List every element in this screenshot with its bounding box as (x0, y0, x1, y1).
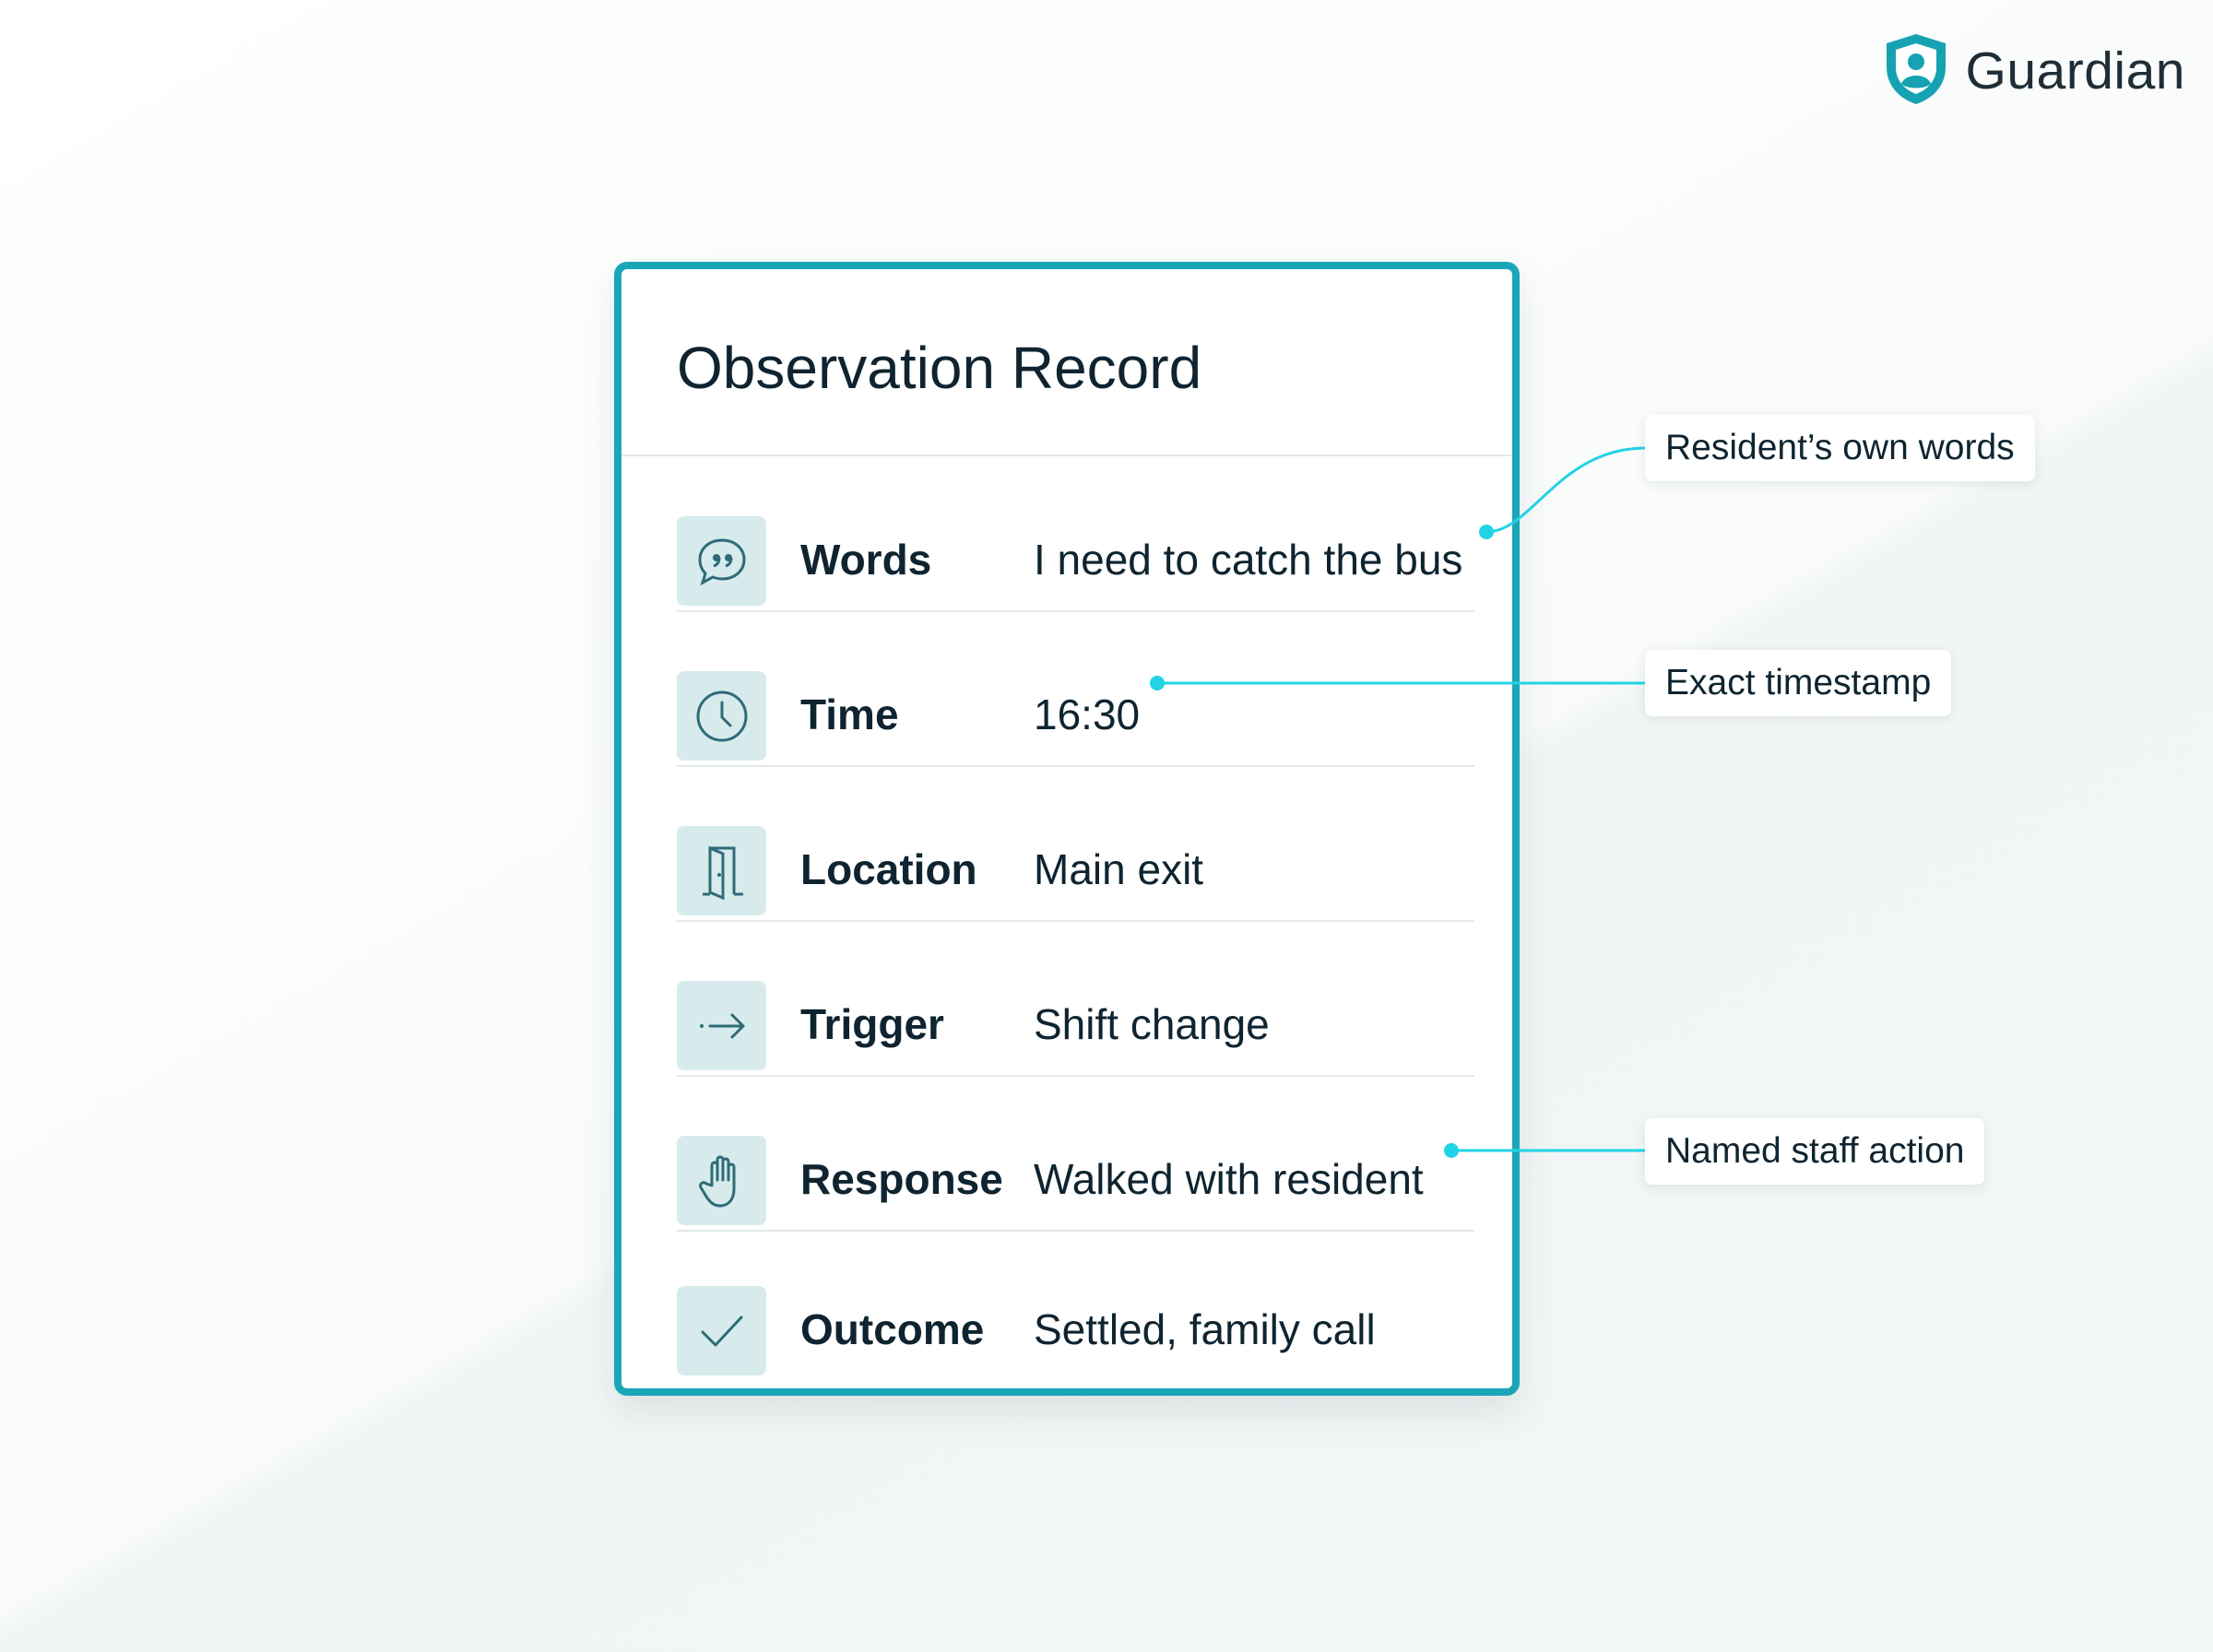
callout-named-staff-action: Named staff action (1645, 1118, 1985, 1185)
clock-icon (677, 671, 766, 761)
record-row-response[interactable]: Response Walked with resident (677, 1092, 1474, 1245)
row-divider (677, 920, 1474, 922)
callout-residents-own-words: Resident’s own words (1645, 415, 2035, 481)
card-title: Observation Record (677, 335, 1202, 401)
observation-record-card: Observation Record Words I need to catch… (614, 262, 1520, 1396)
row-label-response: Response (800, 1155, 1003, 1203)
record-row-time[interactable]: Time 16:30 (677, 627, 1474, 780)
row-value-outcome: Settled, family call (1034, 1305, 1376, 1353)
header-divider (621, 454, 1512, 456)
row-divider (677, 610, 1474, 612)
arrow-right-icon (677, 981, 766, 1070)
brand-name: Guardian (1965, 41, 2185, 100)
door-icon (677, 826, 766, 915)
speech-bubble-quote-icon (677, 516, 766, 606)
record-row-words[interactable]: Words I need to catch the bus (677, 472, 1474, 625)
record-row-location[interactable]: Location Main exit (677, 782, 1474, 935)
row-value-words: I need to catch the bus (1034, 536, 1463, 584)
row-value-time: 16:30 (1034, 690, 1141, 738)
row-value-trigger: Shift change (1034, 1000, 1270, 1048)
brand-header: Guardian (1881, 30, 2186, 112)
record-row-trigger[interactable]: Trigger Shift change (677, 937, 1474, 1090)
shield-person-icon (1881, 30, 1951, 112)
record-row-outcome[interactable]: Outcome Settled, family call (677, 1242, 1474, 1395)
row-label-outcome: Outcome (800, 1305, 985, 1353)
row-label-location: Location (800, 845, 977, 893)
row-label-trigger: Trigger (800, 1000, 944, 1048)
row-value-location: Main exit (1034, 845, 1204, 893)
row-label-words: Words (800, 536, 932, 584)
row-label-time: Time (800, 690, 899, 738)
row-value-response: Walked with resident (1034, 1155, 1424, 1203)
checkmark-icon (677, 1286, 766, 1375)
row-divider (677, 1075, 1474, 1077)
row-divider (677, 765, 1474, 767)
callout-exact-timestamp: Exact timestamp (1645, 650, 1952, 716)
raised-hand-icon (677, 1136, 766, 1225)
row-divider (677, 1230, 1474, 1232)
